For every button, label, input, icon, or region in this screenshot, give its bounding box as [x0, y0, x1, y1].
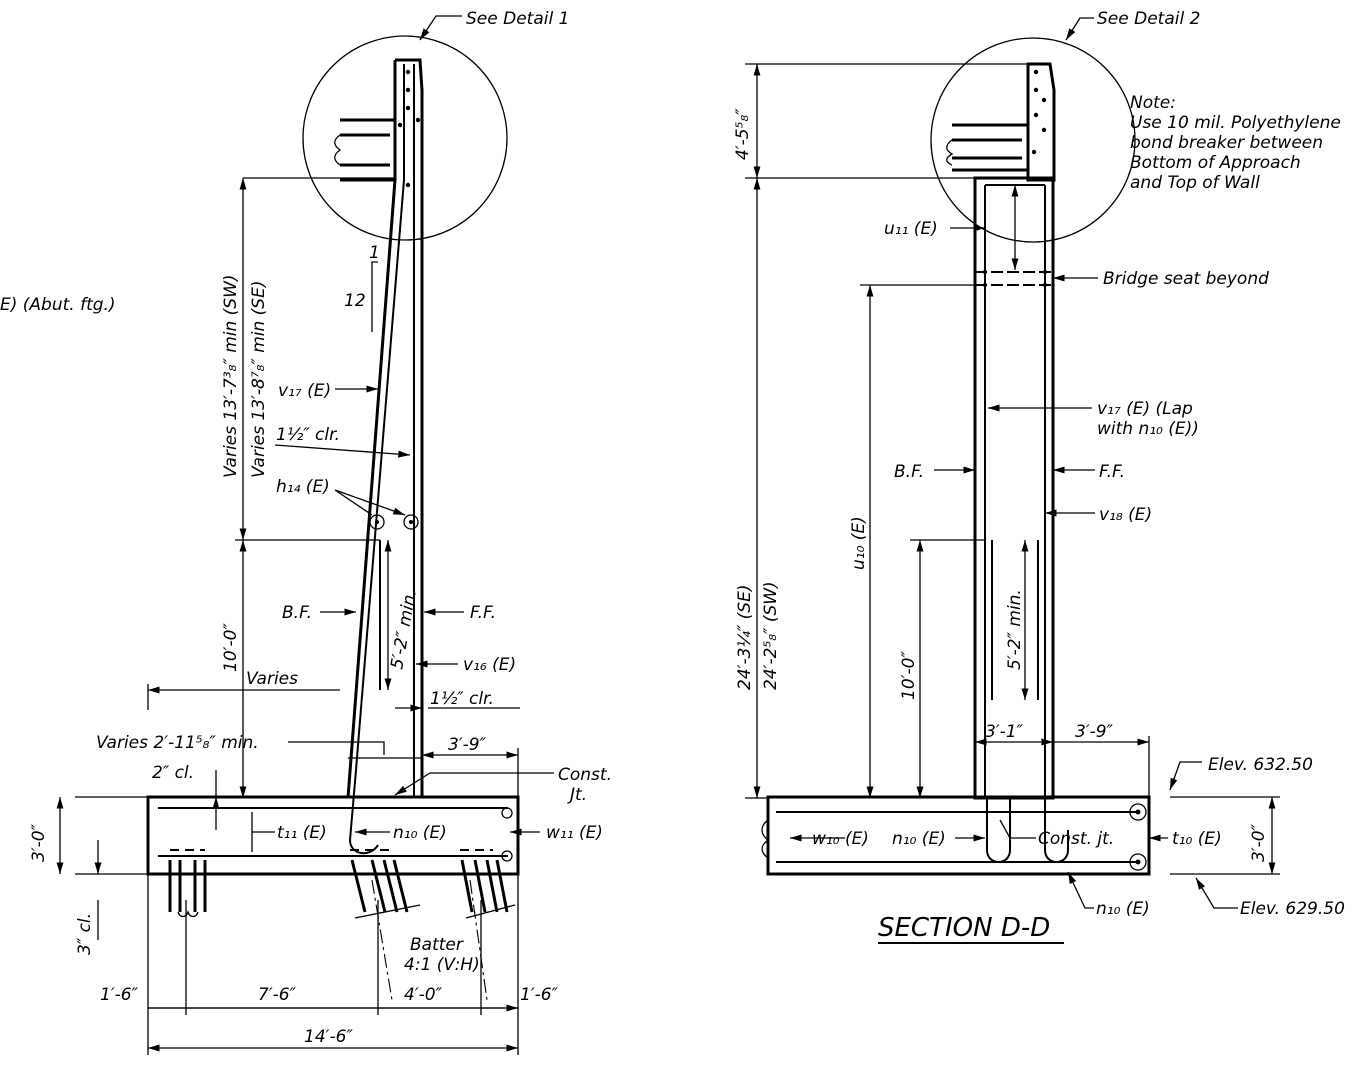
- h14-label: h₁₄ (E): [276, 477, 330, 497]
- varies-sw-label: Varies 13′-7³₈″ min (SW): [221, 274, 241, 478]
- batter-label-2: 4:1 (V:H): [404, 955, 480, 975]
- wall-thk-label: 3′-1″: [985, 722, 1024, 742]
- dim-total-label: 14′-6″: [304, 1027, 353, 1047]
- girder-lines: [340, 118, 395, 182]
- dim-a-label: 1′-6″: [100, 985, 139, 1005]
- lap-bars: [991, 540, 1039, 700]
- note-title: Note:: [1130, 93, 1176, 113]
- w11-label: w₁₁ (E): [546, 823, 603, 843]
- const-jt-label-right: Const. jt.: [1038, 829, 1114, 849]
- top-dim-label: 4′-5⁵₈″: [733, 108, 753, 160]
- height-se-label: 24′-3¼″ (SE): [735, 585, 755, 690]
- n10-label-b: n₁₀ (E): [1096, 899, 1150, 919]
- left-elevation-view: [56, 15, 554, 1055]
- ten-ft-label-right: 10′-0″: [899, 651, 919, 700]
- extension-lines: [147, 874, 519, 1055]
- elev-bot-label: Elev. 629.50: [1240, 899, 1345, 919]
- n10-hook: [348, 769, 379, 855]
- n10-label: n₁₀ (E): [393, 823, 447, 843]
- piles: [168, 849, 516, 1001]
- w10-label: w₁₀ (E): [812, 829, 869, 849]
- see-detail-2: See Detail 2: [1097, 9, 1200, 29]
- ff-label-right: F.F.: [1099, 462, 1125, 482]
- dim-b-label: 7′-6″: [258, 985, 297, 1005]
- girder-break: [334, 134, 342, 166]
- clr-upper-label: 1½″ clr.: [276, 425, 340, 445]
- clr-lower-label: 1½″ clr.: [430, 689, 494, 709]
- right-section-view: [745, 17, 1280, 944]
- slope-run: 12: [344, 291, 366, 311]
- detail-1-circle: [302, 35, 508, 241]
- min-lap-label: 5′-2″ min.: [387, 588, 421, 671]
- detail-dots: [397, 69, 421, 188]
- v17-label-right-2: with n₁₀ (E)): [1097, 419, 1199, 439]
- right-labels: See Detail 2 4′-5⁵₈″ Note: Use 10 mil. P…: [733, 9, 1345, 943]
- n10-u-bar-2: [1044, 798, 1069, 863]
- detail-1-leader: [419, 15, 462, 41]
- bridge-seat-label: Bridge seat beyond: [1103, 269, 1269, 289]
- abut-ftg-label: E) (Abut. ftg.): [0, 295, 116, 315]
- ten-ft-label: 10′-0″: [221, 623, 241, 672]
- section-title: SECTION D-D: [878, 913, 1050, 943]
- note-line-4: and Top of Wall: [1130, 173, 1260, 193]
- v18-label: v₁₈ (E): [1099, 505, 1152, 525]
- n10-label-a: n₁₀ (E): [892, 829, 946, 849]
- girder-break-right: [946, 139, 954, 166]
- batter-label-1: Batter: [410, 935, 464, 955]
- detail-2-leader: [1065, 17, 1094, 41]
- t10-label: t₁₀ (E): [1172, 829, 1222, 849]
- note-line-2: bond breaker between: [1130, 133, 1323, 153]
- v17-label-right-1: v₁₇ (E) (Lap: [1097, 399, 1193, 419]
- dim-d-label: 1′-6″: [520, 985, 559, 1005]
- three-cl-label: 3″ cl.: [75, 913, 95, 955]
- see-detail-1: See Detail 1: [466, 9, 569, 29]
- u10-label: u₁₀ (E): [849, 516, 869, 570]
- footing-mats: [158, 807, 508, 857]
- t11-label: t₁₁ (E): [277, 823, 327, 843]
- backwall: [1026, 62, 1056, 182]
- vertical-bars: [984, 185, 1046, 798]
- girder-right: [952, 123, 1028, 172]
- u11-label: u₁₁ (E): [884, 219, 938, 239]
- varies-min-label: Varies 2′-11⁵₈″ min.: [96, 733, 259, 753]
- detail-2-circle: [930, 37, 1136, 243]
- v16-label: v₁₆ (E): [463, 655, 516, 675]
- bridge-seat-line: [975, 271, 1053, 286]
- footing-mats-right: [776, 811, 1140, 863]
- footing-break: [761, 819, 770, 859]
- footing-thk-label: 3′-0″: [29, 823, 49, 862]
- dim-c-label: 4′-0″: [404, 985, 443, 1005]
- varies-se-label: Varies 13′-8⁷₈″ min (SE): [249, 281, 269, 478]
- toe-dim-label-right: 3′-9″: [1075, 722, 1114, 742]
- back-face-bar: [355, 64, 405, 771]
- varies-label: Varies: [246, 669, 298, 689]
- wall-front-face: [395, 58, 424, 798]
- h14-bar-back: [369, 514, 385, 530]
- min-lap-label-right: 5′-2″ min.: [1005, 589, 1025, 670]
- const-jt-label-1: Const.: [558, 765, 612, 785]
- slope-indicator: [371, 261, 378, 332]
- min-leader: [288, 741, 385, 755]
- v17-label: v₁₇ (E): [278, 381, 331, 401]
- ff-label: F.F.: [470, 603, 496, 623]
- n10-u-bar-1: [986, 798, 1011, 863]
- height-sw-label: 24′-2⁵₈″ (SW): [761, 581, 781, 690]
- toe-dim-label: 3′-9″: [448, 735, 487, 755]
- two-cl-label: 2″ cl.: [152, 763, 194, 783]
- note-line-1: Use 10 mil. Polyethylene: [1130, 113, 1341, 133]
- const-jt-label-2: Jt.: [567, 785, 587, 805]
- elev-top-label: Elev. 632.50: [1208, 755, 1313, 775]
- footing-thk-label-right: 3′-0″: [1249, 823, 1269, 862]
- slope-rise: 1: [369, 243, 380, 263]
- bf-label: B.F.: [282, 603, 312, 623]
- note-line-3: Bottom of Approach: [1130, 153, 1301, 173]
- detail-2-dots: [1031, 69, 1047, 155]
- bf-label-right: B.F.: [894, 462, 924, 482]
